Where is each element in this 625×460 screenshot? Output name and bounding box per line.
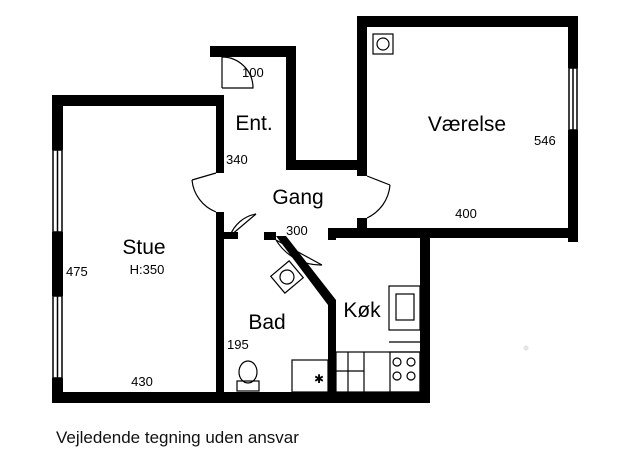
walls: [52, 16, 578, 403]
room-name-bad: Bad: [248, 311, 285, 334]
windows: [52, 67, 578, 379]
stray-dot: [523, 345, 529, 351]
wall-vaerelse-left: [357, 16, 367, 176]
room-name-gang: Gang: [272, 186, 323, 209]
wall-vaerelse-top: [357, 16, 578, 27]
kitchen-sink-icon: [388, 285, 421, 331]
dim-gang: 300: [286, 223, 308, 238]
dim-vaerelse-vertical: 546: [534, 133, 556, 148]
stove-icon: [389, 351, 421, 393]
wall-entre-right: [286, 46, 296, 168]
wall-entre-top: [210, 46, 296, 57]
wall-bottom: [52, 392, 430, 403]
shower-icon: [291, 359, 329, 393]
dim-stue-vertical: 475: [66, 264, 88, 279]
wall-stue-left-top: [52, 95, 63, 150]
dim-entre-side: 340: [226, 152, 248, 167]
room-name-koekken: Køk: [343, 299, 381, 322]
wall-stue-left-bottom: [52, 378, 63, 403]
wall-kitchen-right: [420, 228, 430, 403]
wall-gang-top: [286, 160, 366, 170]
room-name-entre: Ent.: [235, 112, 272, 135]
dim-stue-horizontal: 430: [131, 374, 153, 389]
dim-entre-top: 100: [242, 65, 264, 80]
wall-stue-left-mid: [52, 232, 63, 296]
room-height-stue: H:350: [130, 262, 165, 277]
svg-text:✱: ✱: [314, 372, 324, 386]
room-name-stue: Stue: [122, 236, 165, 259]
toilet-icon: [236, 360, 260, 392]
room-labels: Stue H:350 475 430 Værelse 546 400 Ent. …: [66, 65, 556, 389]
sink-icon: [269, 260, 305, 294]
room-name-vaerelse: Værelse: [428, 113, 506, 136]
disclaimer-text: Vejledende tegning uden ansvar: [56, 428, 299, 447]
fixtures: ✱: [236, 33, 421, 393]
wall-stue-top: [52, 95, 224, 106]
wall-bad-kitchen-angled: [276, 236, 336, 392]
dim-vaerelse-horizontal: 400: [455, 206, 477, 221]
wall-vaerelse-right-bottom: [568, 130, 578, 242]
wall-vaerelse-left-low: [357, 218, 367, 230]
boiler-icon: [372, 33, 394, 55]
wall-bad-top: [216, 232, 238, 239]
wall-bad-top-right: [264, 232, 276, 240]
wall-vaerelse-bottom: [328, 228, 578, 238]
doors: [191, 56, 391, 266]
wall-stue-bad-low: [216, 212, 224, 402]
wall-stue-bad: [216, 95, 224, 173]
wall-vaerelse-right-top: [568, 16, 578, 68]
wall-kitchen-left-top: [328, 228, 336, 240]
dim-bad: 195: [227, 337, 249, 352]
